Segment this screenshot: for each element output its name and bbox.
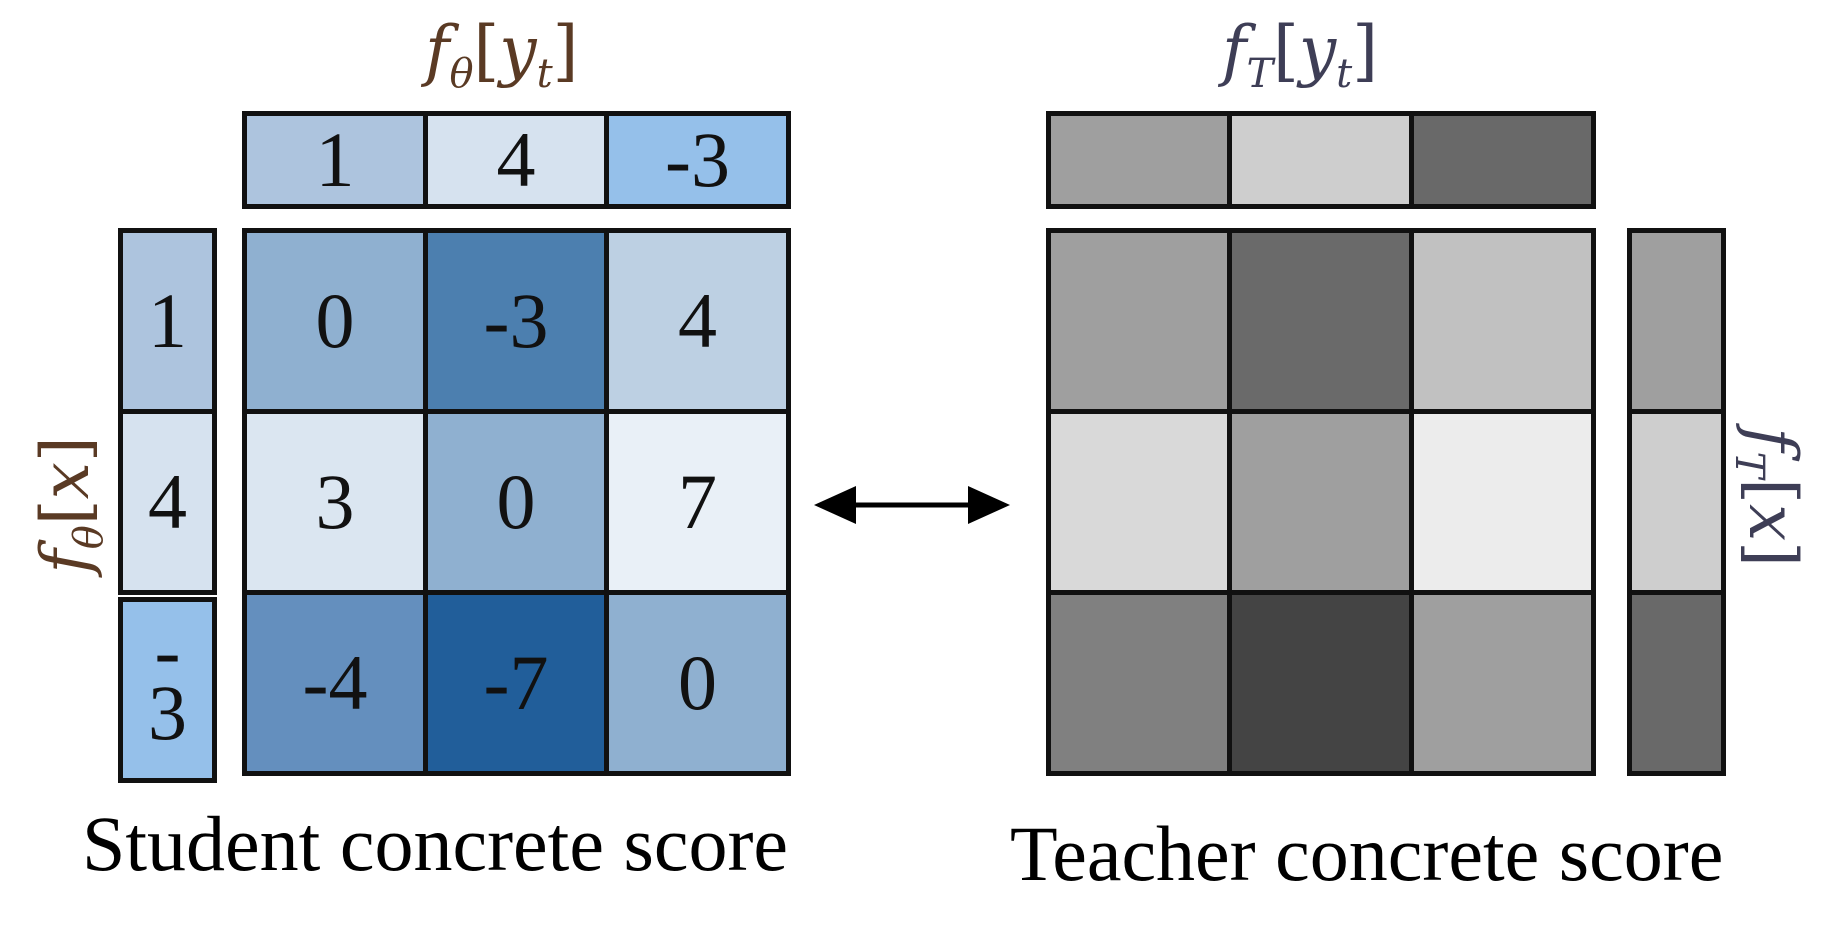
teacher-top-cell xyxy=(1227,111,1414,209)
teacher-top-label: fT[yt] xyxy=(1222,12,1378,97)
student-top-cell: -3 xyxy=(604,111,791,209)
teacher-matrix-cell xyxy=(1409,228,1596,414)
teacher-matrix-cell xyxy=(1227,590,1414,776)
double-arrow-icon xyxy=(814,486,1010,524)
teacher-top-label-arg: y xyxy=(1298,12,1337,89)
teacher-caption: Teacher concrete score xyxy=(1010,810,1724,897)
student-matrix-cell: -7 xyxy=(423,590,609,776)
teacher-matrix-cell xyxy=(1046,409,1232,595)
teacher-side-label-arg: x xyxy=(1734,503,1811,542)
teacher-matrix-cell xyxy=(1046,590,1232,776)
student-matrix-cell: 0 xyxy=(242,228,428,414)
teacher-side-cell xyxy=(1627,228,1726,414)
teacher-top-cell xyxy=(1046,111,1232,209)
teacher-matrix-cell xyxy=(1227,409,1414,595)
student-side-cell: -3 xyxy=(118,597,217,783)
student-top-label-arg-sub: t xyxy=(536,51,553,97)
student-matrix-cell: -3 xyxy=(423,228,609,414)
teacher-side-label-sub: T xyxy=(1726,451,1772,479)
student-top-label-arg: y xyxy=(499,12,537,89)
student-top-label: fθ[yt] xyxy=(425,12,579,97)
teacher-matrix-cell xyxy=(1046,228,1232,414)
student-matrix-cell: 4 xyxy=(604,228,791,414)
teacher-matrix-cell xyxy=(1409,409,1596,595)
teacher-side-cell xyxy=(1627,409,1726,595)
student-side-label-sub: θ xyxy=(66,525,112,550)
student-matrix-cell: 3 xyxy=(242,409,428,595)
student-side-label-arg: x xyxy=(27,462,104,500)
student-top-cell: 1 xyxy=(242,111,428,209)
student-side-cell: 4 xyxy=(118,409,217,595)
teacher-top-cell xyxy=(1409,111,1596,209)
teacher-side-label: fT[x] xyxy=(1726,427,1811,567)
student-matrix-cell: -4 xyxy=(242,590,428,776)
student-side-cell: 1 xyxy=(118,228,217,414)
student-top-label-f: f xyxy=(425,12,450,89)
student-matrix-cell: 0 xyxy=(604,590,791,776)
student-matrix-cell: 0 xyxy=(423,409,609,595)
teacher-matrix-cell xyxy=(1409,590,1596,776)
teacher-side-label-f: f xyxy=(1734,427,1811,452)
student-side-label: fθ[x] xyxy=(27,436,112,574)
teacher-matrix-cell xyxy=(1227,228,1414,414)
teacher-top-label-f: f xyxy=(1222,12,1247,89)
student-side-label-f: f xyxy=(27,549,104,574)
student-top-cell: 4 xyxy=(423,111,609,209)
teacher-top-label-sub: T xyxy=(1246,51,1274,97)
teacher-top-label-arg-sub: t xyxy=(1336,51,1353,97)
student-matrix-cell: 7 xyxy=(604,409,791,595)
student-caption: Student concrete score xyxy=(82,800,789,887)
teacher-side-cell xyxy=(1627,590,1726,776)
student-top-label-sub: θ xyxy=(449,51,474,97)
